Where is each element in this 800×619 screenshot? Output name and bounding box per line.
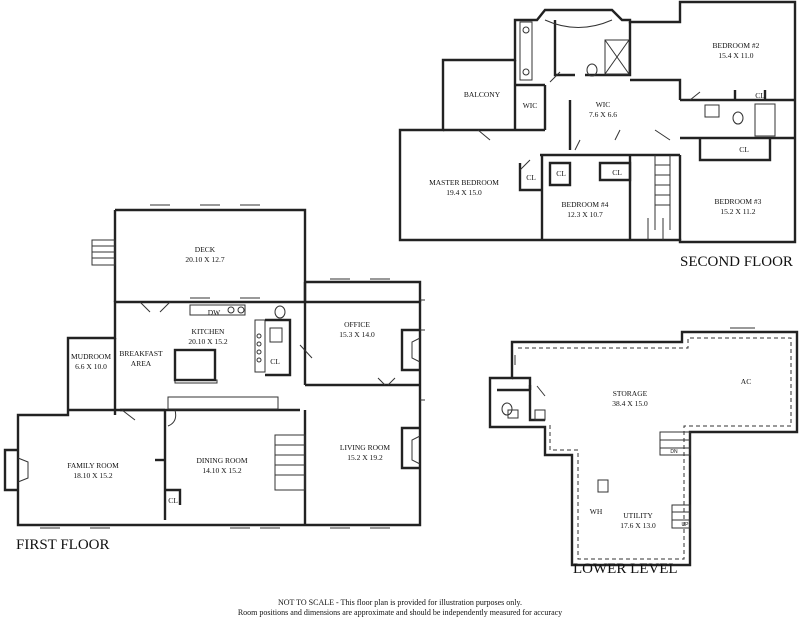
lower-stair-dn-label: DN — [670, 449, 678, 455]
utility-label: UTILITY — [623, 511, 653, 520]
bedroom3-label: BEDROOM #3 — [715, 197, 762, 206]
mudroom-label: MUDROOM — [71, 352, 111, 361]
bedroom4-label: BEDROOM #4 — [562, 200, 609, 209]
wic-left-label: WIC — [523, 101, 538, 110]
lower-level-plan — [488, 327, 799, 567]
wic-center-dim: 7.6 X 6.6 — [589, 110, 617, 119]
breakfast-label-2: AREA — [131, 359, 152, 368]
lower-stair-up-label: UP — [682, 522, 690, 528]
disclaimer-text-1: - This floor plan is provided for illust… — [334, 598, 522, 607]
cl-mid-label: CL — [556, 169, 566, 178]
breakfast-label-1: BREAKFAST — [119, 349, 163, 358]
master-bedroom-dim: 19.4 X 15.0 — [446, 188, 482, 197]
kitchen-label: KITCHEN — [192, 327, 225, 336]
storage-dim: 38.4 X 15.0 — [612, 399, 648, 408]
second-floor-plan — [398, 0, 797, 244]
kitchen-closet-label: CL — [270, 357, 280, 366]
mudroom-dim: 6.6 X 10.0 — [75, 362, 107, 371]
deck-label: DECK — [195, 245, 216, 254]
balcony-label: BALCONY — [464, 90, 501, 99]
living-room-dim: 15.2 X 19.2 — [347, 453, 383, 462]
family-room-label: FAMILY ROOM — [67, 461, 119, 470]
ac-label: AC — [741, 377, 751, 386]
bedroom2-dim: 15.4 X 11.0 — [718, 51, 753, 60]
master-bedroom-label: MASTER BEDROOM — [429, 178, 499, 187]
bedroom2-label: BEDROOM #2 — [713, 41, 760, 50]
wh-label: WH — [590, 507, 603, 516]
bedroom3-dim: 15.2 X 11.2 — [720, 207, 755, 216]
dining-room-label: DINING ROOM — [196, 456, 247, 465]
first-floor-title: FIRST FLOOR — [16, 537, 110, 553]
hall-closet-label: CL — [739, 145, 749, 154]
cl-left-label: CL — [526, 173, 536, 182]
second-floor-title: SECOND FLOOR — [680, 254, 793, 270]
deck-dim: 20.10 X 12.7 — [185, 255, 224, 264]
disclaimer-line-2: Room positions and dimensions are approx… — [238, 608, 562, 617]
bedroom2-closet-label: CL — [755, 91, 765, 100]
disclaimer-line-1: NOT TO SCALE - This floor plan is provid… — [278, 598, 522, 607]
first-floor-plan — [3, 204, 425, 529]
office-label: OFFICE — [344, 320, 370, 329]
dw-label: DW — [208, 308, 221, 317]
family-room-dim: 18.10 X 15.2 — [73, 471, 112, 480]
wic-center-label: WIC — [596, 100, 611, 109]
dining-room-dim: 14.10 X 15.2 — [202, 466, 241, 475]
storage-label: STORAGE — [613, 389, 648, 398]
kitchen-dim: 20.10 X 15.2 — [188, 337, 227, 346]
utility-dim: 17.6 X 13.0 — [620, 521, 656, 530]
living-room-label: LIVING ROOM — [340, 443, 391, 452]
bedroom4-dim: 12.3 X 10.7 — [567, 210, 603, 219]
cl-right-label: CL — [612, 168, 622, 177]
office-dim: 15.3 X 14.0 — [339, 330, 375, 339]
dining-closet-label: CL — [168, 496, 178, 505]
not-to-scale: NOT TO SCALE — [278, 598, 334, 607]
lower-level-title: LOWER LEVEL — [573, 561, 678, 577]
